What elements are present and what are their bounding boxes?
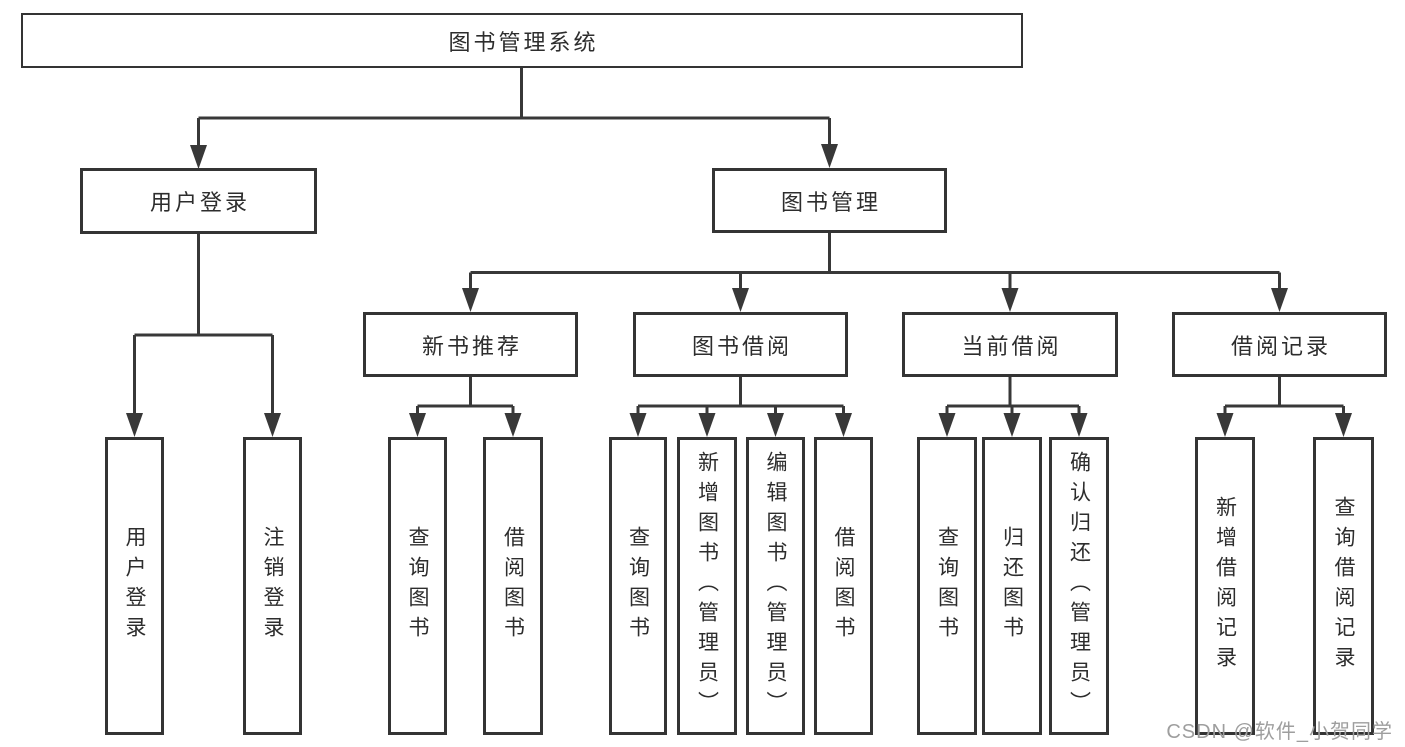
arrowheads [126, 144, 1352, 437]
node-book-borrow: 图书借阅 [633, 312, 848, 377]
leaf-edit-book-admin: 编辑图书（管理员） [746, 437, 805, 735]
node-borrow-records: 借阅记录 [1172, 312, 1387, 377]
connector-current-borrow [945, 377, 1081, 414]
node-book-mgmt: 图书管理 [712, 168, 947, 233]
connector-new-book-rec [416, 377, 515, 414]
leaf-query-books-rec: 查询图书 [388, 437, 447, 735]
leaf-query-books-current: 查询图书 [917, 437, 977, 735]
watermark: CSDN @软件_小贺同学 [1166, 721, 1393, 743]
connector-book-mgmt [469, 233, 1281, 289]
node-current-borrow: 当前借阅 [902, 312, 1118, 377]
connector-book-borrow [636, 377, 845, 414]
leaf-return-book: 归还图书 [982, 437, 1042, 735]
leaf-borrow-books-rec: 借阅图书 [483, 437, 543, 735]
leaf-add-book-admin: 新增图书（管理员） [677, 437, 737, 735]
connector-user-login [133, 234, 274, 414]
connector-root [197, 68, 831, 146]
leaf-query-books-borrow: 查询图书 [609, 437, 667, 735]
node-root: 图书管理系统 [21, 13, 1023, 68]
leaf-borrow-books: 借阅图书 [814, 437, 873, 735]
node-new-book-rec: 新书推荐 [363, 312, 578, 377]
connector-borrow-records [1223, 377, 1345, 414]
leaf-confirm-return-admin: 确认归还（管理员） [1049, 437, 1109, 735]
leaf-add-borrow-record: 新增借阅记录 [1195, 437, 1255, 735]
leaf-query-borrow-record: 查询借阅记录 [1313, 437, 1374, 735]
node-user-login: 用户登录 [80, 168, 317, 234]
leaf-logout: 注销登录 [243, 437, 302, 735]
leaf-user-login: 用户登录 [105, 437, 164, 735]
